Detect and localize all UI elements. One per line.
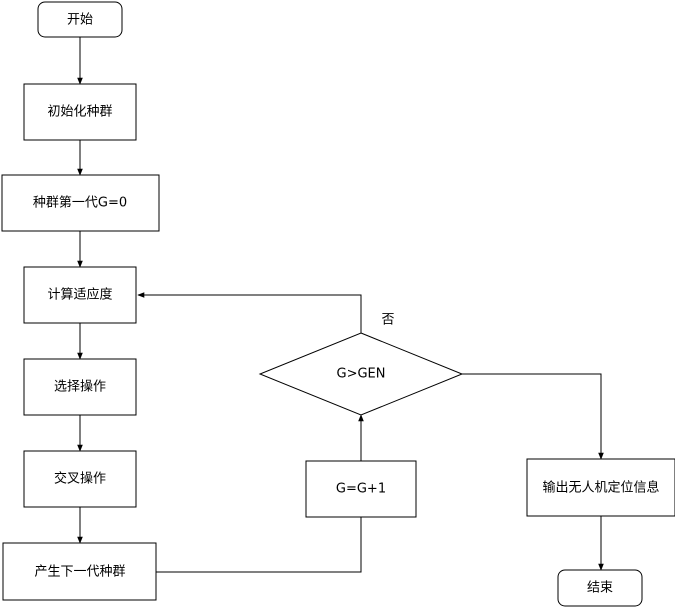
edge-decision-to-fitness-no — [137, 292, 362, 333]
edge-label-no: 否 — [381, 313, 394, 328]
node-start: 开始 — [37, 1, 123, 38]
node-selection: 选择操作 — [23, 358, 137, 416]
node-init-population-label: 初始化种群 — [47, 105, 112, 120]
node-decision: G>GEN — [258, 332, 464, 416]
node-compute-fitness-label: 计算适应度 — [47, 287, 112, 303]
node-end-label: 结束 — [587, 581, 613, 596]
node-crossover: 交叉操作 — [23, 450, 137, 508]
edge-decision-to-output — [462, 373, 604, 460]
node-next-generation-label: 产生下一代种群 — [34, 565, 125, 580]
node-end: 结束 — [557, 569, 643, 607]
node-init-population: 初始化种群 — [23, 83, 137, 141]
node-output: 输出无人机定位信息 — [526, 458, 675, 517]
node-output-label: 输出无人机定位信息 — [542, 480, 659, 496]
node-start-label: 开始 — [67, 13, 93, 28]
node-generation-zero: 种群第一代G=0 — [1, 174, 160, 232]
node-crossover-label: 交叉操作 — [54, 471, 106, 487]
node-decision-label: G>GEN — [337, 367, 386, 382]
node-compute-fitness: 计算适应度 — [23, 266, 137, 324]
node-selection-label: 选择操作 — [54, 379, 106, 395]
node-generation-zero-label: 种群第一代G=0 — [33, 196, 127, 211]
node-increment-g: G=G+1 — [305, 460, 417, 518]
node-next-generation: 产生下一代种群 — [2, 542, 157, 601]
node-increment-g-label: G=G+1 — [336, 482, 386, 497]
